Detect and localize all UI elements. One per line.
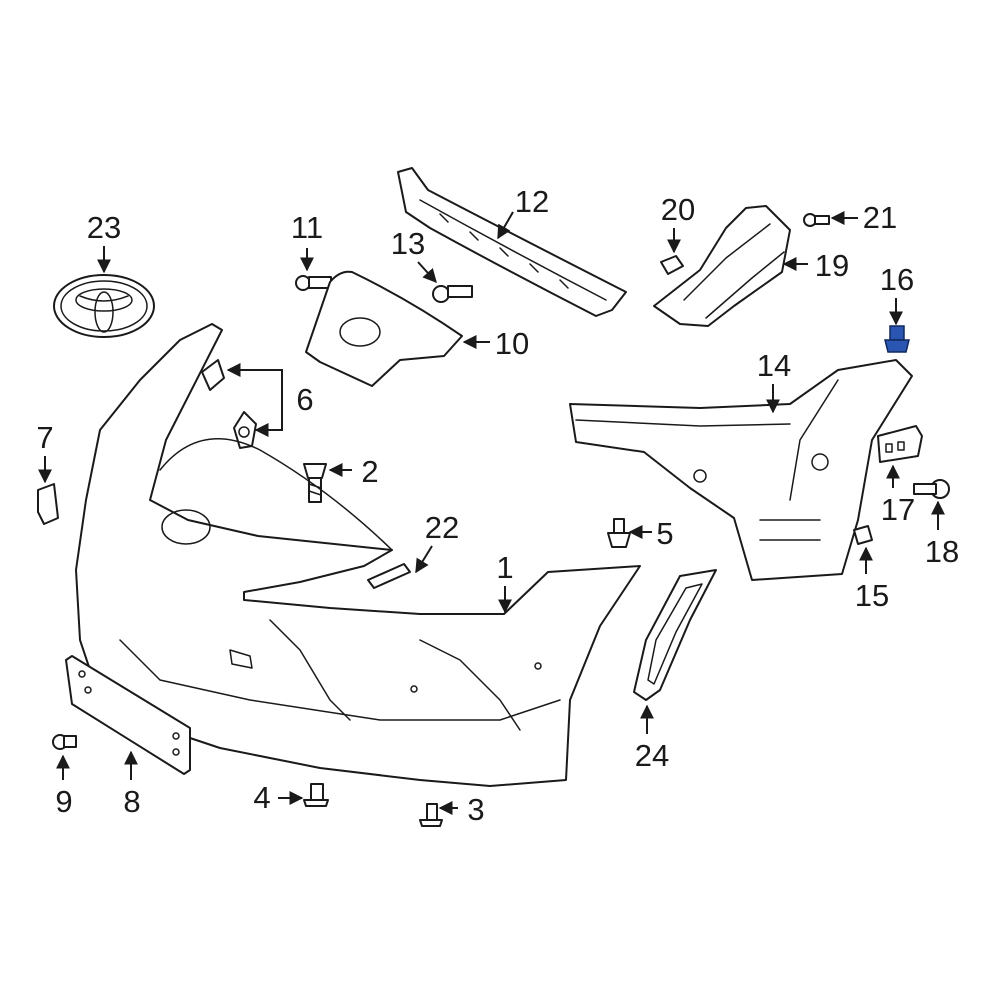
part-1-bumper-cover[interactable]: [75, 323, 641, 787]
part-13-bolt[interactable]: [432, 285, 473, 303]
callout-24: 24: [635, 738, 669, 773]
part-2-bolt[interactable]: [303, 463, 327, 503]
callout-9: 9: [55, 784, 72, 819]
part-19-bracket[interactable]: [653, 205, 791, 327]
part-15-nut[interactable]: [853, 525, 873, 545]
callout-14: 14: [757, 348, 791, 383]
part-21-screw[interactable]: [803, 213, 830, 227]
part-16-clip[interactable]: [884, 325, 910, 353]
callout-22: 22: [425, 510, 459, 545]
callout-15: 15: [855, 578, 889, 613]
callout-17: 17: [881, 492, 915, 527]
part-18-bolt[interactable]: [913, 479, 950, 499]
callout-23: 23: [87, 210, 121, 245]
callout-18: 18: [925, 534, 959, 569]
callout-5: 5: [656, 516, 673, 551]
callout-1: 1: [496, 550, 513, 585]
part-17-bracket[interactable]: [877, 425, 923, 463]
part-20-nut[interactable]: [660, 255, 684, 275]
callout-3: 3: [467, 792, 484, 827]
part-22-pad[interactable]: [367, 563, 411, 589]
callout-labels: 23 7 6 11 2 13 10 12 20 21 19 16 14 17 1…: [36, 184, 959, 827]
part-7-bracket[interactable]: [37, 483, 59, 525]
callout-16: 16: [880, 262, 914, 297]
part-10-bracket[interactable]: [305, 270, 463, 387]
part-24-trim[interactable]: [633, 569, 717, 701]
part-9-clip[interactable]: [52, 734, 77, 750]
callout-19: 19: [815, 248, 849, 283]
callout-2: 2: [361, 454, 378, 489]
part-23-emblem[interactable]: [53, 274, 155, 338]
part-12-absorber[interactable]: [397, 167, 627, 317]
callout-7: 7: [36, 420, 53, 455]
leader-lines: [38, 211, 945, 815]
callout-11: 11: [291, 210, 323, 245]
part-14-bracket[interactable]: [569, 359, 913, 581]
part-6-clips[interactable]: [201, 359, 257, 449]
callout-6: 6: [296, 382, 313, 417]
callout-10: 10: [495, 326, 529, 361]
part-3-retainer[interactable]: [419, 803, 443, 827]
callout-4: 4: [253, 780, 270, 815]
part-4-retainer[interactable]: [303, 783, 329, 807]
callout-21: 21: [863, 200, 897, 235]
callout-20: 20: [661, 192, 695, 227]
part-11-bolt[interactable]: [295, 275, 332, 291]
part-8-plate-bracket[interactable]: [65, 655, 191, 775]
callout-13: 13: [391, 226, 425, 261]
callout-12: 12: [515, 184, 549, 219]
callout-8: 8: [123, 784, 140, 819]
part-5-clip[interactable]: [607, 518, 631, 548]
